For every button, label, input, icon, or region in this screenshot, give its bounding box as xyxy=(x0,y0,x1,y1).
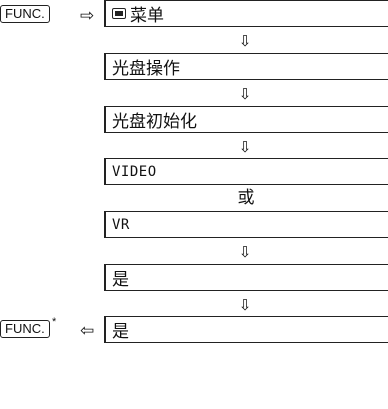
func-button[interactable]: FUNC. xyxy=(0,5,50,23)
arrow-down-icon: ⇩ xyxy=(238,296,252,314)
step-yes-1-label: 是 xyxy=(112,270,129,290)
step-video-option-label: VIDEO xyxy=(112,163,157,180)
step-yes-2-label: 是 xyxy=(112,322,129,342)
step-disc-initialize-label: 光盘初始化 xyxy=(112,112,197,132)
step-disc-operations-label: 光盘操作 xyxy=(112,59,180,79)
arrow-down-icon: ⇩ xyxy=(238,138,252,156)
arrow-down-icon: ⇩ xyxy=(238,85,252,103)
arrow-down-icon: ⇩ xyxy=(238,32,252,50)
menu-icon xyxy=(112,8,126,19)
step-video-option[interactable]: VIDEO xyxy=(104,158,388,185)
step-menu-label: 菜单 xyxy=(130,6,164,26)
step-yes-2[interactable]: 是 xyxy=(104,316,388,343)
step-menu[interactable]: 菜单 xyxy=(104,0,388,27)
step-vr-option-label: VR xyxy=(112,216,130,233)
or-label: 或 xyxy=(237,188,255,208)
func-button-end[interactable]: FUNC. xyxy=(0,320,50,338)
step-disc-operations[interactable]: 光盘操作 xyxy=(104,53,388,80)
footnote-asterisk: * xyxy=(52,316,57,328)
step-disc-initialize[interactable]: 光盘初始化 xyxy=(104,106,388,133)
step-yes-1[interactable]: 是 xyxy=(104,264,388,291)
arrow-left-icon: ⇦ xyxy=(80,321,95,341)
step-vr-option[interactable]: VR xyxy=(104,211,388,238)
arrow-down-icon: ⇩ xyxy=(238,243,252,261)
arrow-right-icon: ⇨ xyxy=(80,6,95,26)
